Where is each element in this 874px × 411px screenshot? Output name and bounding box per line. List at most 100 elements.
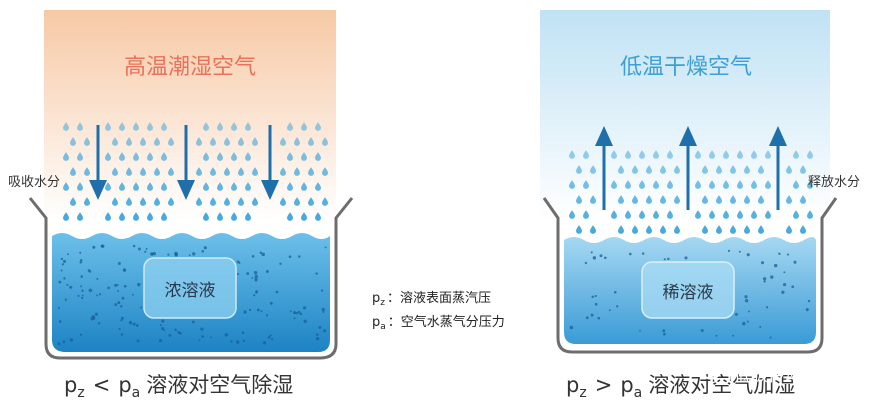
solute-particle [242,339,245,343]
solute-particle [289,310,292,313]
solution-box-left [143,257,237,319]
solute-particle [159,324,162,327]
water-drop-icon [786,225,792,234]
water-drop-icon [646,225,652,234]
solute-particle [69,285,73,289]
solute-particle [117,290,119,292]
solute-particle [92,245,96,249]
solute-particle [120,316,124,320]
solute-particle [57,342,61,346]
water-drop-icon [660,225,666,234]
solute-particle [746,320,749,323]
solute-particle [201,249,205,253]
solute-particle [66,283,69,286]
solute-particle [770,275,774,279]
solute-particle [744,295,748,299]
solute-particle [101,244,105,248]
solute-particle [246,272,250,276]
solute-particle [188,254,191,257]
solute-particle [255,291,258,294]
solute-particle [315,337,320,341]
solute-particle [259,251,263,254]
solute-particle [117,261,121,266]
solute-particle [759,325,762,328]
solute-particle [663,332,666,336]
solute-particle [608,309,611,312]
solute-particle [248,308,252,312]
solute-particle [80,275,83,278]
solute-particle [628,252,632,256]
solute-particle [198,339,201,342]
solute-particle [243,310,247,314]
solute-particle [191,320,195,324]
solute-particle [265,270,269,273]
arrow-up-icon [595,126,613,210]
solute-particle [62,259,67,263]
solute-particle [61,263,65,266]
solute-particle [167,253,170,256]
solute-particle [763,280,766,283]
solute-particle [253,270,258,275]
solute-particle [700,328,704,333]
solute-particle [299,312,303,316]
solute-particle [769,336,772,339]
solute-particle [590,251,593,254]
solute-particle [168,333,172,337]
solute-particle [91,315,96,319]
solute-particle [79,333,83,337]
solute-particle [744,299,749,303]
water-drop-icon [632,225,638,234]
water-drop-icon [618,225,624,234]
water-drop-icon [744,225,750,234]
solute-particle [151,253,154,256]
solution-box-right [641,261,735,319]
water-drop-icon [800,225,806,234]
water-drop-icon [716,225,722,234]
solute-particle [778,252,781,255]
solute-particle [663,258,666,261]
solute-particle [256,308,260,312]
solute-particle [684,256,688,260]
solute-particle [279,262,282,266]
solute-particle [253,294,256,297]
solute-particle [79,260,83,264]
solute-particle [251,277,254,279]
legend-item-pz: pz：溶液表面蒸汽压 [372,291,491,308]
solute-particles-right [569,249,811,339]
solute-particle [203,246,207,250]
solute-particle [122,268,127,272]
right-container [542,197,838,354]
arrow-down-icon [261,125,279,200]
legend: pz：溶液表面蒸汽压 pa：空气水蒸气分压力 [372,291,505,332]
solute-particle [144,250,147,253]
cool-dry-air [540,10,830,220]
solute-particle [641,252,645,255]
solute-particle [200,327,204,331]
solute-particle [132,322,136,326]
water-drop-icon [674,225,680,234]
watermark-text: 低碳传动器 [734,366,819,386]
solute-particle [742,321,746,326]
solute-particle [599,254,603,258]
solute-particle [302,306,307,310]
solute-particle [121,296,125,300]
right-heading: 低温干燥空气 [620,55,752,80]
solute-particle [639,329,641,332]
solute-particle [98,293,102,296]
solute-particle [241,331,245,334]
solute-particle [585,316,589,320]
solute-particle [746,253,750,257]
solute-particle [58,307,60,309]
water-drop-icon [730,225,736,234]
solute-particle [96,294,98,297]
solute-particle [298,255,301,258]
legend-item-pa: pa：空气水蒸气分压力 [372,314,505,332]
solute-particle [613,290,617,294]
solute-particle [269,301,273,305]
solute-particle [597,316,601,320]
arrow-up-icon [679,126,697,210]
solute-particle [236,340,240,344]
solute-particle [269,334,272,337]
solute-particle [120,319,123,322]
